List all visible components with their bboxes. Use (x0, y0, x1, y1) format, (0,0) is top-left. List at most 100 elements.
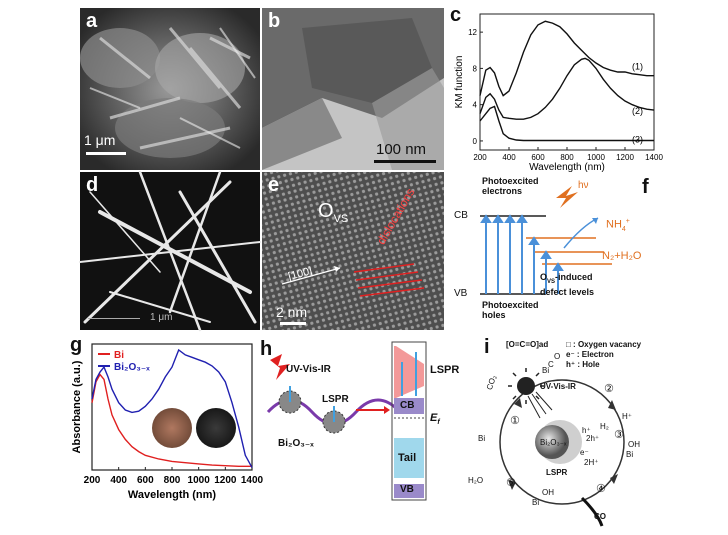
x-tick-label: 600 (531, 153, 545, 162)
tem-texture (262, 8, 444, 170)
legend-electron: e⁻ : Electron (566, 350, 614, 359)
series-line-2 (479, 57, 655, 120)
uvvisir-label: UV-Vis-IR (540, 382, 576, 391)
scale-bar (86, 152, 126, 155)
scale-bar (280, 322, 306, 325)
series-label-1: (1) (632, 62, 643, 72)
panel-e-hrtem-image: e OVS [100] dislocations 2 nm (262, 172, 444, 330)
panel-label-f: f (642, 176, 649, 198)
scale-bar (88, 318, 140, 319)
panel-a-sem-image: a 1 μm (80, 8, 260, 170)
sem-texture (80, 8, 260, 170)
nanowire-texture (79, 170, 261, 332)
center-lspr-label: LSPR (546, 468, 568, 477)
panel-b-tem-image: b 100 nm (262, 8, 444, 170)
h-label: h⁺ (582, 426, 591, 435)
y-tick-label: 8 (473, 64, 478, 73)
lattice-texture (262, 172, 444, 330)
x-tick-label: 1000 (587, 153, 605, 162)
h2o-label: H₂O (468, 476, 484, 485)
defect-label: OVS-induced defect levels (540, 272, 595, 297)
legend-oxygen-vacancy: □ : Oxygen vacancy (566, 340, 642, 349)
n2-label: N₂+H₂O (602, 250, 642, 262)
x-tick-label: 800 (560, 153, 574, 162)
step-4: ④ (596, 483, 606, 495)
x-tick-label: 1400 (645, 153, 663, 162)
panel-d-sem-image: d 1 μm (79, 170, 261, 332)
panel-label-g: g (70, 334, 83, 356)
lspr-schematic (266, 341, 427, 501)
uvvisir-label: UV-Vis-IR (286, 364, 331, 375)
x-tick-label: 400 (502, 153, 516, 162)
panel-label-a: a (86, 10, 98, 32)
nh4-label: NH4+ (606, 218, 630, 233)
ef-label: Ef (430, 412, 440, 427)
c-site-top: C (548, 360, 554, 369)
scale-bar-label: 2 nm (276, 304, 308, 320)
series-label-2: (2) (632, 106, 643, 116)
vb-label: VB (400, 484, 414, 495)
o-site-top: O (554, 352, 561, 361)
x-tick-label: 600 (137, 475, 154, 486)
panel-label-c: c (450, 4, 462, 26)
series-line-2 (91, 348, 253, 468)
lspr-right-label: LSPR (430, 364, 460, 376)
x-tick-label: 1000 (188, 475, 211, 486)
center-material-label: Bi₂O₃₋ₓ (540, 438, 567, 447)
reaction-cycle-diagram (499, 368, 625, 527)
x-tick-label: 400 (110, 475, 127, 486)
cb-label: CB (454, 210, 468, 221)
x-tick-label: 1400 (241, 475, 264, 486)
ovs-label: OVS (318, 200, 349, 225)
lspr-left-label: LSPR (322, 394, 349, 405)
oh-site-bottom: OH (542, 488, 554, 497)
scale-bar-label: 1 μm (150, 312, 173, 323)
y-axis-label: KM function (454, 56, 465, 109)
oh-site-right: OH (628, 440, 640, 449)
series-line-1 (479, 20, 654, 97)
scale-bar-label: 100 nm (376, 141, 427, 158)
panel-f-band-diagram: CB VB Photoexcited electrons Photoexcite… (446, 176, 660, 334)
material-label: Bi₂O₃₋ₓ (278, 438, 314, 449)
x-tick-label: 1200 (616, 153, 634, 162)
y-tick-label: 0 (473, 137, 478, 146)
bi-site-bottom: Bi (532, 498, 540, 507)
panel-label-i: i (484, 336, 490, 358)
h-plus-label: H⁺ (622, 412, 632, 421)
panel-label-d: d (86, 174, 99, 196)
cb-label: CB (400, 400, 415, 411)
adsorbate-label: [O=C=O]ad (506, 340, 549, 349)
legend-hole: h⁺ : Hole (566, 360, 600, 369)
hv-label: hν (578, 180, 589, 191)
y-axis-label: Absorbance (a.u.) (71, 360, 83, 453)
x-tick-label: 800 (164, 475, 181, 486)
co-label: CO (594, 512, 606, 521)
step-1: ① (510, 415, 520, 427)
e-label: e⁻ (580, 448, 589, 457)
bi-site-right: Bi (626, 450, 634, 459)
step-2: ② (604, 383, 614, 395)
legend-entry: Bi (114, 350, 124, 361)
x-tick-label: 200 (473, 153, 487, 162)
bi-site-top: Bi (542, 366, 550, 375)
vb-label: VB (454, 288, 468, 299)
series-label-3: (3) (632, 134, 643, 144)
electrons-label: Photoexcited electrons (482, 176, 539, 196)
panel-label-b: b (268, 10, 281, 32)
step-5: ⑤ (506, 477, 516, 489)
two-h-plus-label: 2H⁺ (584, 458, 599, 467)
panel-label-h: h (260, 338, 273, 360)
bi-site-left: Bi (478, 434, 486, 443)
y-tick-label: 12 (468, 28, 477, 37)
x-axis-label: Wavelength (nm) (128, 489, 217, 501)
x-tick-label: 200 (84, 475, 101, 486)
h2-label: H₂ (600, 422, 609, 431)
holes-label: Photoexcited holes (482, 300, 539, 320)
x-tick-label: 1200 (214, 475, 237, 486)
panel-i-reaction-cycle: i [O=C=O]ad □ : Oxygen vacancy e⁻ : Elec… (462, 336, 662, 528)
x-axis-label: Wavelength (nm) (529, 162, 605, 173)
